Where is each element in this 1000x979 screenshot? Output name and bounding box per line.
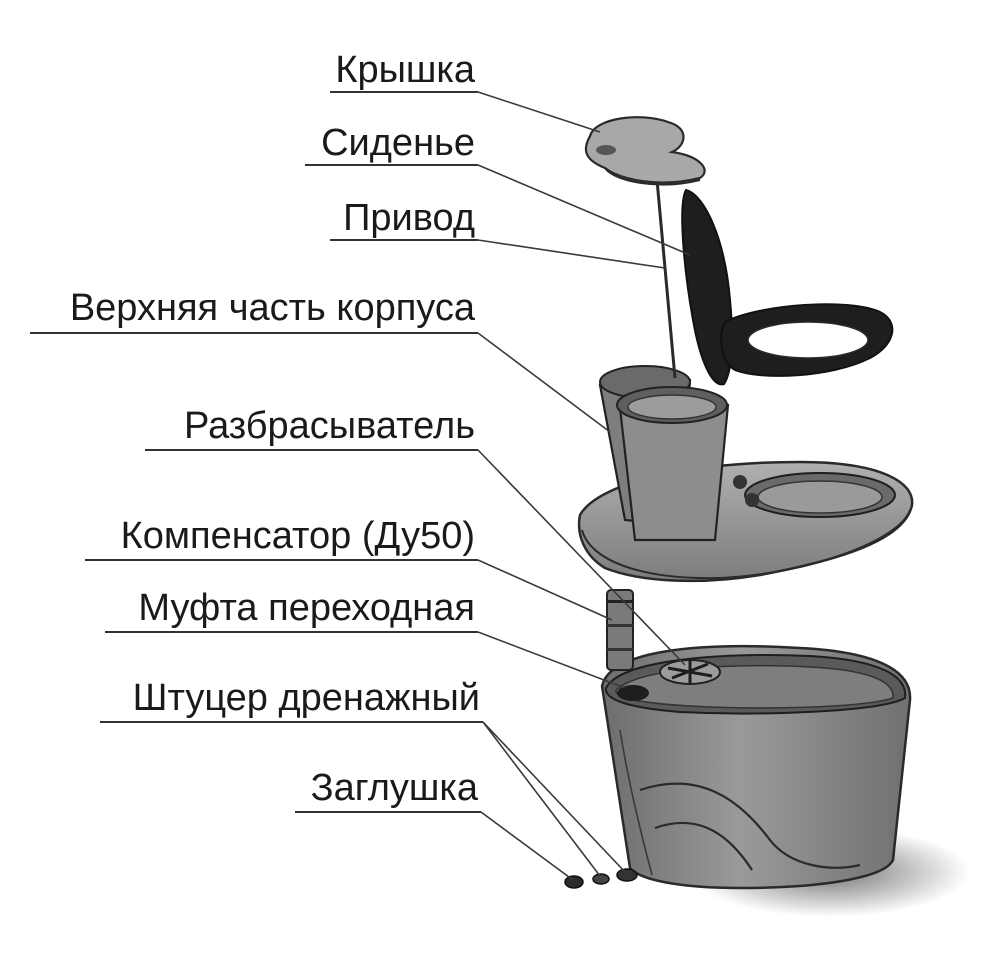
label-coupling: Муфта переходная (138, 587, 475, 629)
label-plug: Заглушка (311, 767, 479, 809)
label-group-drive: Привод (330, 197, 666, 269)
compensator-pipe (606, 589, 634, 671)
label-compensator: Компенсатор (Ду50) (121, 515, 475, 557)
label-drain-fitting: Штуцер дренажный (133, 677, 480, 719)
label-group-compensator: Компенсатор (Ду50) (85, 515, 613, 621)
label-group-plug: Заглушка (295, 767, 574, 881)
drive-rod (655, 179, 677, 379)
label-seat: Сиденье (321, 122, 475, 164)
label-group-spreader: Разбрасыватель (145, 405, 686, 666)
seat (681, 188, 894, 386)
label-lid: Крышка (335, 49, 476, 91)
label-group-coupling: Муфта переходная (105, 587, 626, 689)
label-group-upper-body: Верхняя часть корпуса (30, 287, 611, 433)
plug (564, 875, 584, 889)
label-group-lid: Крышка (330, 49, 601, 133)
label-drive: Привод (343, 197, 475, 239)
label-spreader: Разбрасыватель (184, 405, 475, 447)
drain-fitting (592, 868, 638, 885)
spreader (659, 659, 721, 685)
lower-body (600, 644, 912, 890)
lid (584, 116, 706, 186)
upper-body (577, 365, 914, 583)
label-upper-body: Верхняя часть корпуса (70, 287, 476, 329)
label-group-drain-fitting: Штуцер дренажный (100, 677, 626, 877)
label-group-seat: Сиденье (305, 122, 691, 256)
